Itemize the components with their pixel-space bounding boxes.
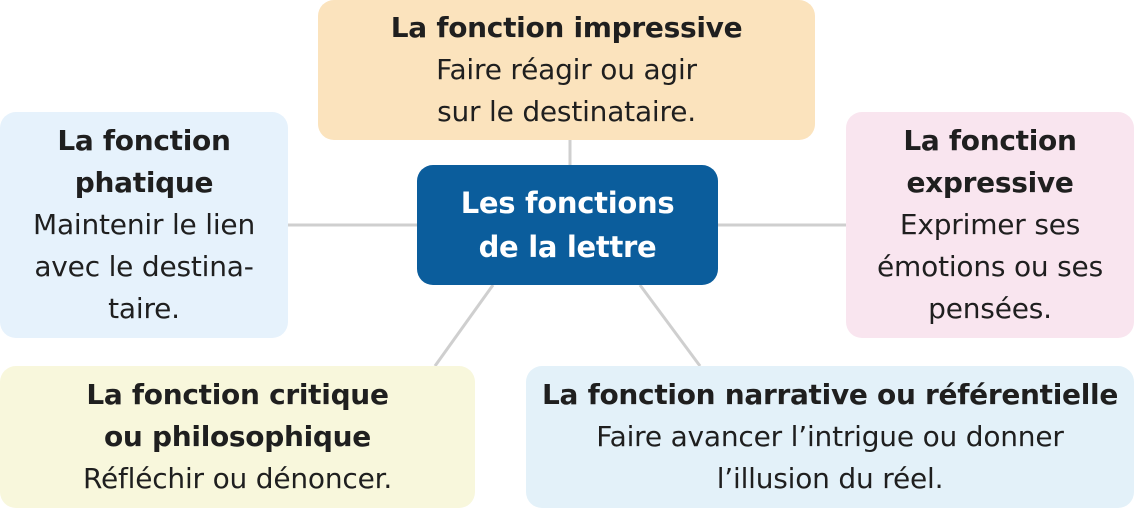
expressive-title-line: expressive [906, 166, 1074, 199]
central-topic-box: Les fonctions de la lettre [417, 165, 718, 285]
connector-narrative [638, 284, 702, 367]
expressive-desc-line: Exprimer ses [899, 208, 1081, 241]
expressive-function-box: La fonction expressive Exprimer ses émot… [846, 112, 1134, 338]
central-topic-title: Les fonctions de la lettre [461, 181, 675, 269]
critique-function-title: La fonction critique ou philosophique [86, 374, 389, 458]
critique-function-box: La fonction critique ou philosophique Ré… [0, 366, 475, 508]
expressive-title-line: La fonction [903, 124, 1077, 157]
narrative-function-title: La fonction narrative ou référentielle [541, 378, 1119, 411]
phatique-desc-line: avec le destina- [34, 250, 254, 283]
central-title-line: Les fonctions [460, 186, 675, 220]
central-title-line: de la lettre [478, 230, 657, 264]
phatique-desc-line: taire. [108, 292, 180, 325]
critique-function-description: Réfléchir ou dénoncer. [82, 462, 393, 495]
critique-title-line: ou philosophique [104, 420, 371, 453]
narrative-desc-line: l’illusion du réel. [716, 462, 944, 495]
phatique-function-box: La fonction phatique Maintenir le lien a… [0, 112, 288, 338]
connector-critique [433, 284, 495, 367]
phatique-title-line: phatique [74, 166, 214, 199]
phatique-desc-line: Maintenir le lien [32, 208, 256, 241]
critique-title-line: La fonction critique [86, 378, 389, 411]
expressive-function-title: La fonction expressive [903, 120, 1077, 204]
phatique-title-line: La fonction [57, 124, 231, 157]
phatique-function-title: La fonction phatique [57, 120, 231, 204]
phatique-function-description: Maintenir le lien avec le destina- taire… [33, 204, 255, 330]
impressive-desc-line: sur le destinataire. [437, 95, 696, 128]
narrative-desc-line: Faire avancer l’intrigue ou donner [596, 420, 1064, 453]
expressive-function-description: Exprimer ses émotions ou ses pensées. [877, 204, 1103, 330]
expressive-desc-line: pensées. [928, 292, 1052, 325]
expressive-desc-line: émotions ou ses [877, 250, 1103, 283]
narrative-function-box: La fonction narrative ou référentielle F… [526, 366, 1134, 508]
impressive-function-box: La fonction impressive Faire réagir ou a… [318, 0, 815, 140]
impressive-desc-line: Faire réagir ou agir [436, 53, 697, 86]
impressive-function-title: La fonction impressive [390, 11, 743, 44]
impressive-function-description: Faire réagir ou agir sur le destinataire… [436, 49, 697, 133]
narrative-function-description: Faire avancer l’intrigue ou donner l’ill… [596, 416, 1064, 500]
